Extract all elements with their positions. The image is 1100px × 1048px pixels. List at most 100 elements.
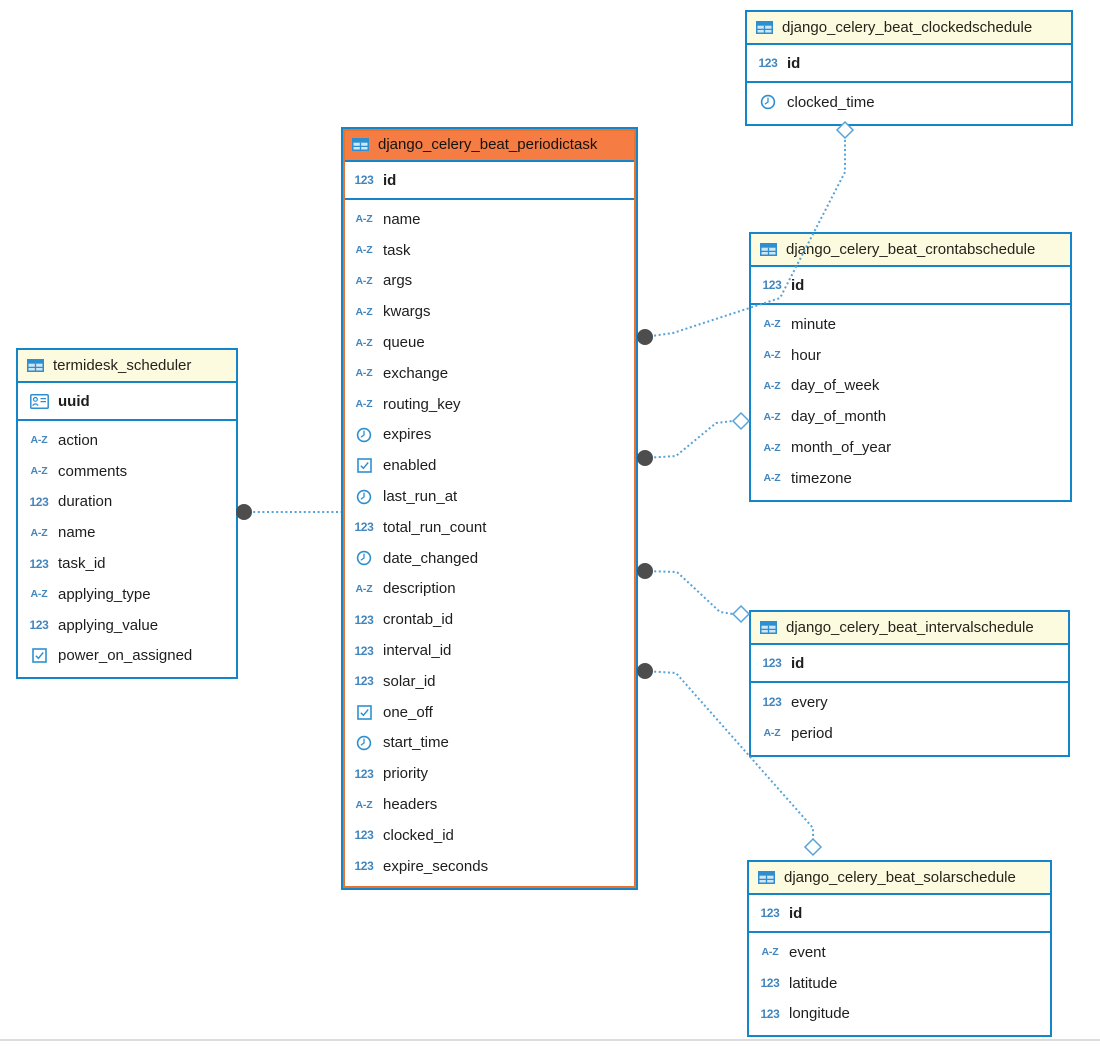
entity-header[interactable]: django_celery_beat_periodictask	[343, 129, 636, 162]
column-row[interactable]: power_on_assigned	[18, 641, 236, 672]
numeric-type-icon: 123	[354, 674, 374, 689]
column-row[interactable]: enabled	[343, 450, 636, 481]
numeric-type-icon: 123	[760, 976, 780, 991]
relationship-line-periodictask-to-crontabschedule[interactable]	[644, 420, 734, 459]
column-row[interactable]: last_run_at	[343, 481, 636, 512]
entity-title: django_celery_beat_periodictask	[378, 136, 598, 153]
column-row[interactable]: A-Z applying_type	[18, 579, 236, 610]
entity-header[interactable]: django_celery_beat_clockedschedule	[747, 12, 1071, 45]
relationship-source-dot[interactable]	[637, 329, 653, 345]
column-name: last_run_at	[383, 488, 458, 506]
column-name: applying_type	[58, 585, 151, 603]
numeric-type-icon: 123	[354, 859, 374, 874]
text-type-icon: A-Z	[761, 946, 779, 959]
column-row[interactable]: expires	[343, 420, 636, 451]
column-name: solar_id	[383, 672, 436, 690]
text-type-icon: A-Z	[30, 526, 48, 539]
column-name: longitude	[789, 1005, 850, 1023]
column-row[interactable]: 123 solar_id	[343, 666, 636, 697]
relationship-line-periodictask-to-intervalschedule[interactable]	[644, 570, 734, 615]
entity-header[interactable]: django_celery_beat_intervalschedule	[751, 612, 1068, 645]
table-icon	[758, 871, 776, 884]
relationship-source-dot[interactable]	[637, 663, 653, 679]
relationship-source-dot[interactable]	[236, 504, 252, 520]
key-column-row[interactable]: uuid	[18, 388, 236, 414]
text-type-icon: A-Z	[763, 349, 781, 362]
column-row[interactable]: clocked_time	[747, 87, 1071, 118]
text-type-icon: A-Z	[763, 441, 781, 454]
relationship-source-dot[interactable]	[637, 563, 653, 579]
relationship-source-dot[interactable]	[637, 450, 653, 466]
column-name: task_id	[58, 555, 106, 573]
column-row[interactable]: start_time	[343, 728, 636, 759]
column-name: headers	[383, 796, 438, 814]
text-type-icon: A-Z	[763, 410, 781, 423]
numeric-type-icon: 123	[762, 656, 782, 670]
column-row[interactable]: 123 crontab_id	[343, 604, 636, 635]
column-row[interactable]: one_off	[343, 697, 636, 728]
relationship-target-diamond[interactable]	[731, 604, 751, 624]
entity-header[interactable]: django_celery_beat_solarschedule	[749, 862, 1050, 895]
entity-header[interactable]: django_celery_beat_crontabschedule	[751, 234, 1070, 267]
text-type-icon: A-Z	[30, 588, 48, 601]
numeric-type-icon: 123	[354, 612, 374, 627]
table-icon	[352, 138, 370, 151]
column-name: crontab_id	[383, 611, 454, 629]
column-name: queue	[383, 334, 425, 352]
relationship-target-diamond[interactable]	[731, 411, 751, 431]
numeric-type-icon: 123	[760, 906, 780, 920]
numeric-type-icon: 123	[29, 618, 49, 633]
text-type-icon: A-Z	[355, 305, 373, 318]
entity-header[interactable]: termidesk_scheduler	[18, 350, 236, 383]
datetime-type-icon	[352, 489, 376, 505]
column-row[interactable]: date_changed	[343, 543, 636, 574]
boolean-type-icon	[352, 458, 376, 474]
column-name: one_off	[383, 703, 433, 721]
relationship-target-diamond[interactable]	[803, 837, 823, 857]
